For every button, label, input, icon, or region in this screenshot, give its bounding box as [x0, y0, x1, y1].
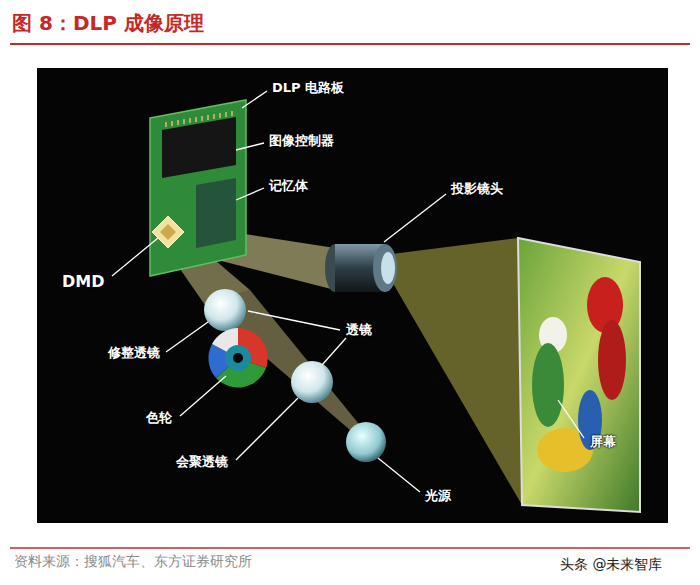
part-label: 记忆体 — [269, 178, 308, 194]
watermark: 头条 @未来智库 — [560, 556, 662, 573]
part-label: 投影镜头 — [451, 181, 503, 197]
part-label: 色轮 — [146, 410, 172, 426]
figure-title: 图 8：DLP 成像原理 — [12, 10, 204, 37]
part-label: 会聚透镜 — [176, 454, 228, 470]
part-label: 光源 — [425, 488, 451, 504]
part-label: 屏幕 — [590, 434, 616, 450]
part-label: 图像控制器 — [269, 133, 334, 149]
part-label: 透镜 — [346, 322, 372, 338]
source-caption: 资料来源：搜狐汽车、东方证券研究所 — [14, 553, 252, 571]
part-label: 修整透镜 — [108, 345, 160, 361]
part-label: DLP 电路板 — [272, 80, 344, 96]
part-label: DMD — [62, 272, 104, 291]
